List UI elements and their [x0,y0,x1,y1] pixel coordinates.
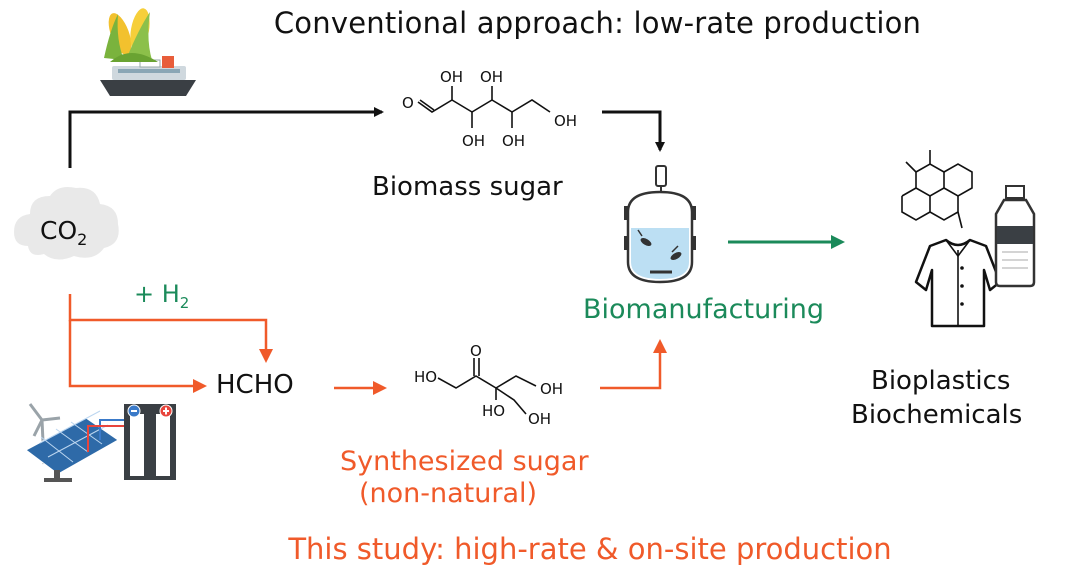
solar-panel-icon [25,410,119,482]
arrow-sugar-to-reactor [600,339,667,390]
bioreactor-icon [624,165,696,284]
arrow-h2-to-hcho [68,294,273,363]
corn-ship-icon [100,8,196,96]
non-natural-label: (non-natural) [359,478,538,509]
glucose-oh3: OH [462,132,485,150]
bottle-icon [994,185,1036,288]
this-study-title: This study: high-rate & on-site producti… [288,532,892,566]
arrow-biomass-to-reactor [602,110,665,152]
glucose-structure [417,86,551,128]
biomass-sugar-label: Biomass sugar [372,172,563,202]
shirt-icon [914,238,1002,328]
steroid-structure-icon [901,150,973,229]
h2-label: + H2 [134,280,190,312]
arrow-co2-to-biomass [68,107,384,168]
synthetic-sugar-structure [437,358,537,415]
co2-label: CO2 [40,216,88,249]
bioplastics-label: Bioplastics [871,366,1011,396]
hcho-label: HCHO [216,370,294,400]
synthesized-sugar-label: Synthesized sugar [340,446,589,477]
glucose-oh2: OH [480,68,503,86]
synthetic-ho1: HO [414,368,437,386]
biochemicals-label: Biochemicals [851,400,1023,430]
cloud-icon [14,187,119,260]
battery-icon [87,404,176,480]
arrow-electricity-to-hcho [68,320,207,393]
synthetic-o: O [470,342,482,360]
glucose-oh4: OH [502,132,525,150]
glucose-oh1: OH [440,68,463,86]
synthetic-oh1: OH [540,380,563,398]
synthetic-ho2: HO [482,402,505,420]
synthetic-oh2: OH [528,410,551,428]
glucose-o: O [402,94,414,112]
biomanufacturing-label: Biomanufacturing [583,294,825,325]
glucose-oh5: OH [554,112,577,130]
conventional-approach-title: Conventional approach: low-rate producti… [273,6,922,40]
